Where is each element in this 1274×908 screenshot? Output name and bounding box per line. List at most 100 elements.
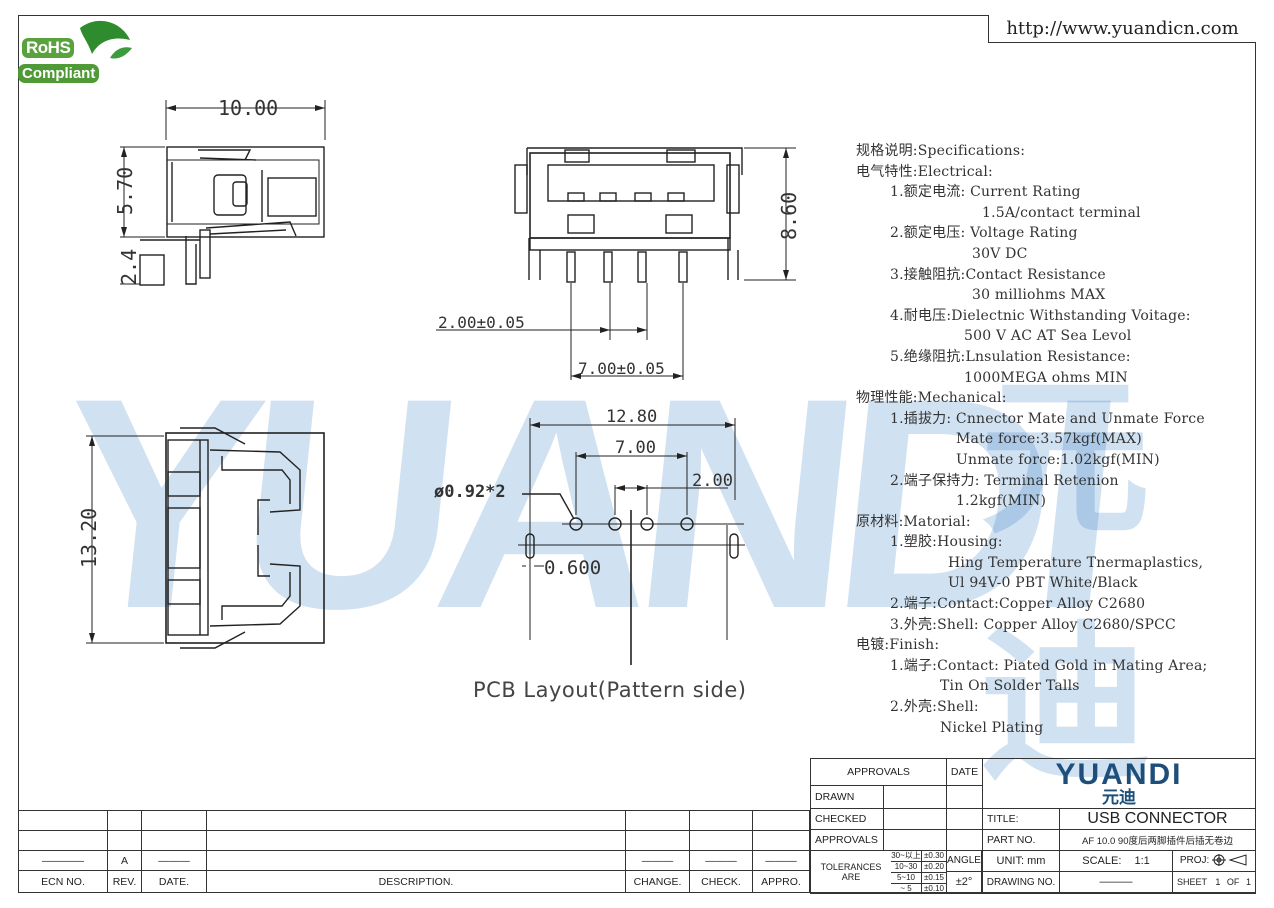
description-header: DESCRIPTION. bbox=[206, 870, 626, 893]
proj-label: PROJ: bbox=[1179, 855, 1210, 866]
spec-line: 3.外壳:Shell: Copper Alloy C2680/SPCC bbox=[890, 616, 1176, 633]
brand-name: YUANDI bbox=[1055, 757, 1183, 791]
spec-line: 2.外壳:Shell: bbox=[890, 699, 979, 716]
checked-value[interactable] bbox=[883, 808, 947, 830]
tolerance-value: ±0.30 bbox=[924, 850, 944, 860]
sheet-total: 1 bbox=[1245, 877, 1251, 887]
drawn-date[interactable] bbox=[946, 785, 983, 809]
spec-line: Nickel Plating bbox=[940, 719, 1044, 736]
unit-label: UNIT: mm bbox=[983, 851, 1059, 872]
side-view bbox=[120, 100, 326, 286]
tolerance-range: 10~30 bbox=[891, 861, 922, 872]
spec-line: 电气特性:Electrical: bbox=[856, 163, 993, 180]
date-value[interactable]: ——— bbox=[141, 850, 207, 871]
dim-pcb-hole: ø0.92*2 bbox=[434, 482, 506, 502]
spec-line: 1.端子:Contact: Piated Gold in Mating Area… bbox=[890, 657, 1208, 674]
angle-tolerance: ±2° bbox=[955, 876, 973, 888]
spec-line: Tin On Solder Talls bbox=[940, 678, 1080, 695]
revision-block: ———— A ——— ——— ——— ——— ECN NO. REV. DATE… bbox=[18, 810, 810, 893]
ecn-value[interactable]: ———— bbox=[18, 850, 108, 871]
drawn-label: DRAWN bbox=[810, 785, 884, 809]
brand-logo: YUANDI 元迪 bbox=[982, 757, 1256, 809]
unit-cell: UNIT: mm DRAWING NO. bbox=[982, 850, 1060, 894]
title-label: TITLE: bbox=[982, 808, 1060, 830]
tolerance-range: 30~以上 bbox=[891, 850, 922, 861]
tolerance-range: 5~10 bbox=[891, 872, 922, 883]
description-value[interactable] bbox=[206, 850, 626, 871]
dim-pcb-pitch: 2.00 bbox=[692, 471, 733, 491]
scale-value: 1:1 bbox=[1134, 855, 1150, 867]
dim-side-height: 5.70 bbox=[113, 167, 137, 215]
spec-line: 5.绝缘阻抗:Lnsulation Resistance: bbox=[890, 348, 1131, 365]
dim-front-height: 8.60 bbox=[777, 192, 801, 240]
dim-pcb-width: 12.80 bbox=[606, 407, 657, 427]
rev-value: A bbox=[107, 850, 142, 871]
drawing-no-label: DRAWING NO. bbox=[986, 877, 1056, 888]
spec-line: 2.端子:Contact:Copper Alloy C2680 bbox=[890, 596, 1146, 613]
approvals-date[interactable] bbox=[946, 829, 983, 851]
spec-line: Ul 94V-0 PBT White/Black bbox=[948, 575, 1138, 592]
sheet-label: SHEET bbox=[1177, 877, 1207, 887]
drawing-frame bbox=[18, 15, 1256, 893]
ecn-header: ECN NO. bbox=[18, 870, 108, 893]
rev-header: REV. bbox=[107, 870, 142, 893]
dim-side-pin: 2.4 bbox=[117, 249, 141, 285]
drawn-value[interactable] bbox=[883, 785, 947, 809]
projection-symbol-icon bbox=[1212, 854, 1247, 867]
dim-pcb-slot: 0.600 bbox=[544, 557, 601, 579]
spec-line: 1.插拔力: Cnnector Mate and Unmate Force bbox=[890, 410, 1205, 427]
front-view bbox=[436, 147, 796, 380]
drawing-no-value[interactable]: ——— bbox=[1099, 876, 1133, 888]
checked-date[interactable] bbox=[946, 808, 983, 830]
appro-value[interactable]: ——— bbox=[752, 850, 810, 871]
approvals-label: APPROVALS bbox=[810, 829, 884, 851]
spec-line: 3.接触阻抗:Contact Resistance bbox=[890, 266, 1106, 283]
part-label: PART NO. bbox=[982, 829, 1060, 851]
website-url[interactable]: http://www.yuandicn.com bbox=[988, 15, 1256, 43]
spec-line: 原材料:Matorial: bbox=[856, 513, 971, 530]
spec-line: Hing Temperature Tnermaplastics, bbox=[948, 554, 1204, 571]
compliant-text: Compliant bbox=[18, 64, 100, 83]
scale-label: SCALE: bbox=[1082, 855, 1122, 867]
of-label: OF bbox=[1226, 877, 1240, 887]
spec-line: 1.2kgf(MIN) bbox=[956, 493, 1047, 510]
tolerance-value: ±0.15 bbox=[924, 872, 944, 882]
dim-pcb-inner: 7.00 bbox=[615, 438, 656, 458]
spec-line: 1000MEGA ohms MIN bbox=[964, 369, 1128, 386]
change-value[interactable]: ——— bbox=[625, 850, 690, 871]
check-value[interactable]: ——— bbox=[689, 850, 753, 871]
angle-label: ANGLE bbox=[947, 851, 981, 872]
tolerance-value: ±0.20 bbox=[924, 861, 944, 871]
specifications-list: 规格说明:Specifications: 电气特性:Electrical: 1.额定… bbox=[856, 141, 1256, 738]
brand-name-cn: 元迪 bbox=[1102, 787, 1136, 807]
spec-line: 2.额定电压: Voltage Rating bbox=[890, 225, 1078, 242]
pcb-layout-label: PCB Layout(Pattern side) bbox=[473, 678, 747, 702]
title-block: APPROVALS DATE YUANDI 元迪 DRAWN CHECKED T… bbox=[810, 758, 1256, 894]
dim-side-width: 10.00 bbox=[218, 96, 278, 120]
title-value: USB CONNECTOR bbox=[1059, 808, 1256, 830]
check-header: CHECK. bbox=[689, 870, 753, 893]
date-header: DATE. bbox=[141, 870, 207, 893]
dim-front-pitch1: 2.00±0.05 bbox=[438, 313, 525, 332]
date-header: DATE bbox=[946, 758, 983, 786]
spec-line: 30 milliohms MAX bbox=[972, 287, 1106, 304]
approvals-value[interactable] bbox=[883, 829, 947, 851]
proj-cell: PROJ: SHEET 1 OF 1 bbox=[1172, 850, 1256, 894]
rohs-logo: RoHS Compliant bbox=[18, 20, 132, 90]
approvals-header: APPROVALS bbox=[810, 758, 947, 786]
pcb-layout bbox=[518, 418, 745, 665]
bottom-view bbox=[86, 427, 325, 649]
tolerances-label: TOLERANCES ARE bbox=[820, 862, 882, 882]
leaf-icon bbox=[80, 20, 132, 59]
appro-header: APPRO. bbox=[752, 870, 810, 893]
angle-cell: ANGLE ±2° bbox=[946, 850, 982, 894]
spec-line: 1.5A/contact terminal bbox=[982, 204, 1141, 221]
spec-line: 规格说明:Specifications: bbox=[856, 143, 1026, 159]
tolerance-value: ±0.10 bbox=[924, 883, 944, 893]
spec-line: 30V DC bbox=[972, 245, 1028, 262]
scale-cell: SCALE: 1:1 ——— bbox=[1059, 850, 1173, 894]
spec-line: 1.额定电流: Current Rating bbox=[890, 184, 1081, 201]
